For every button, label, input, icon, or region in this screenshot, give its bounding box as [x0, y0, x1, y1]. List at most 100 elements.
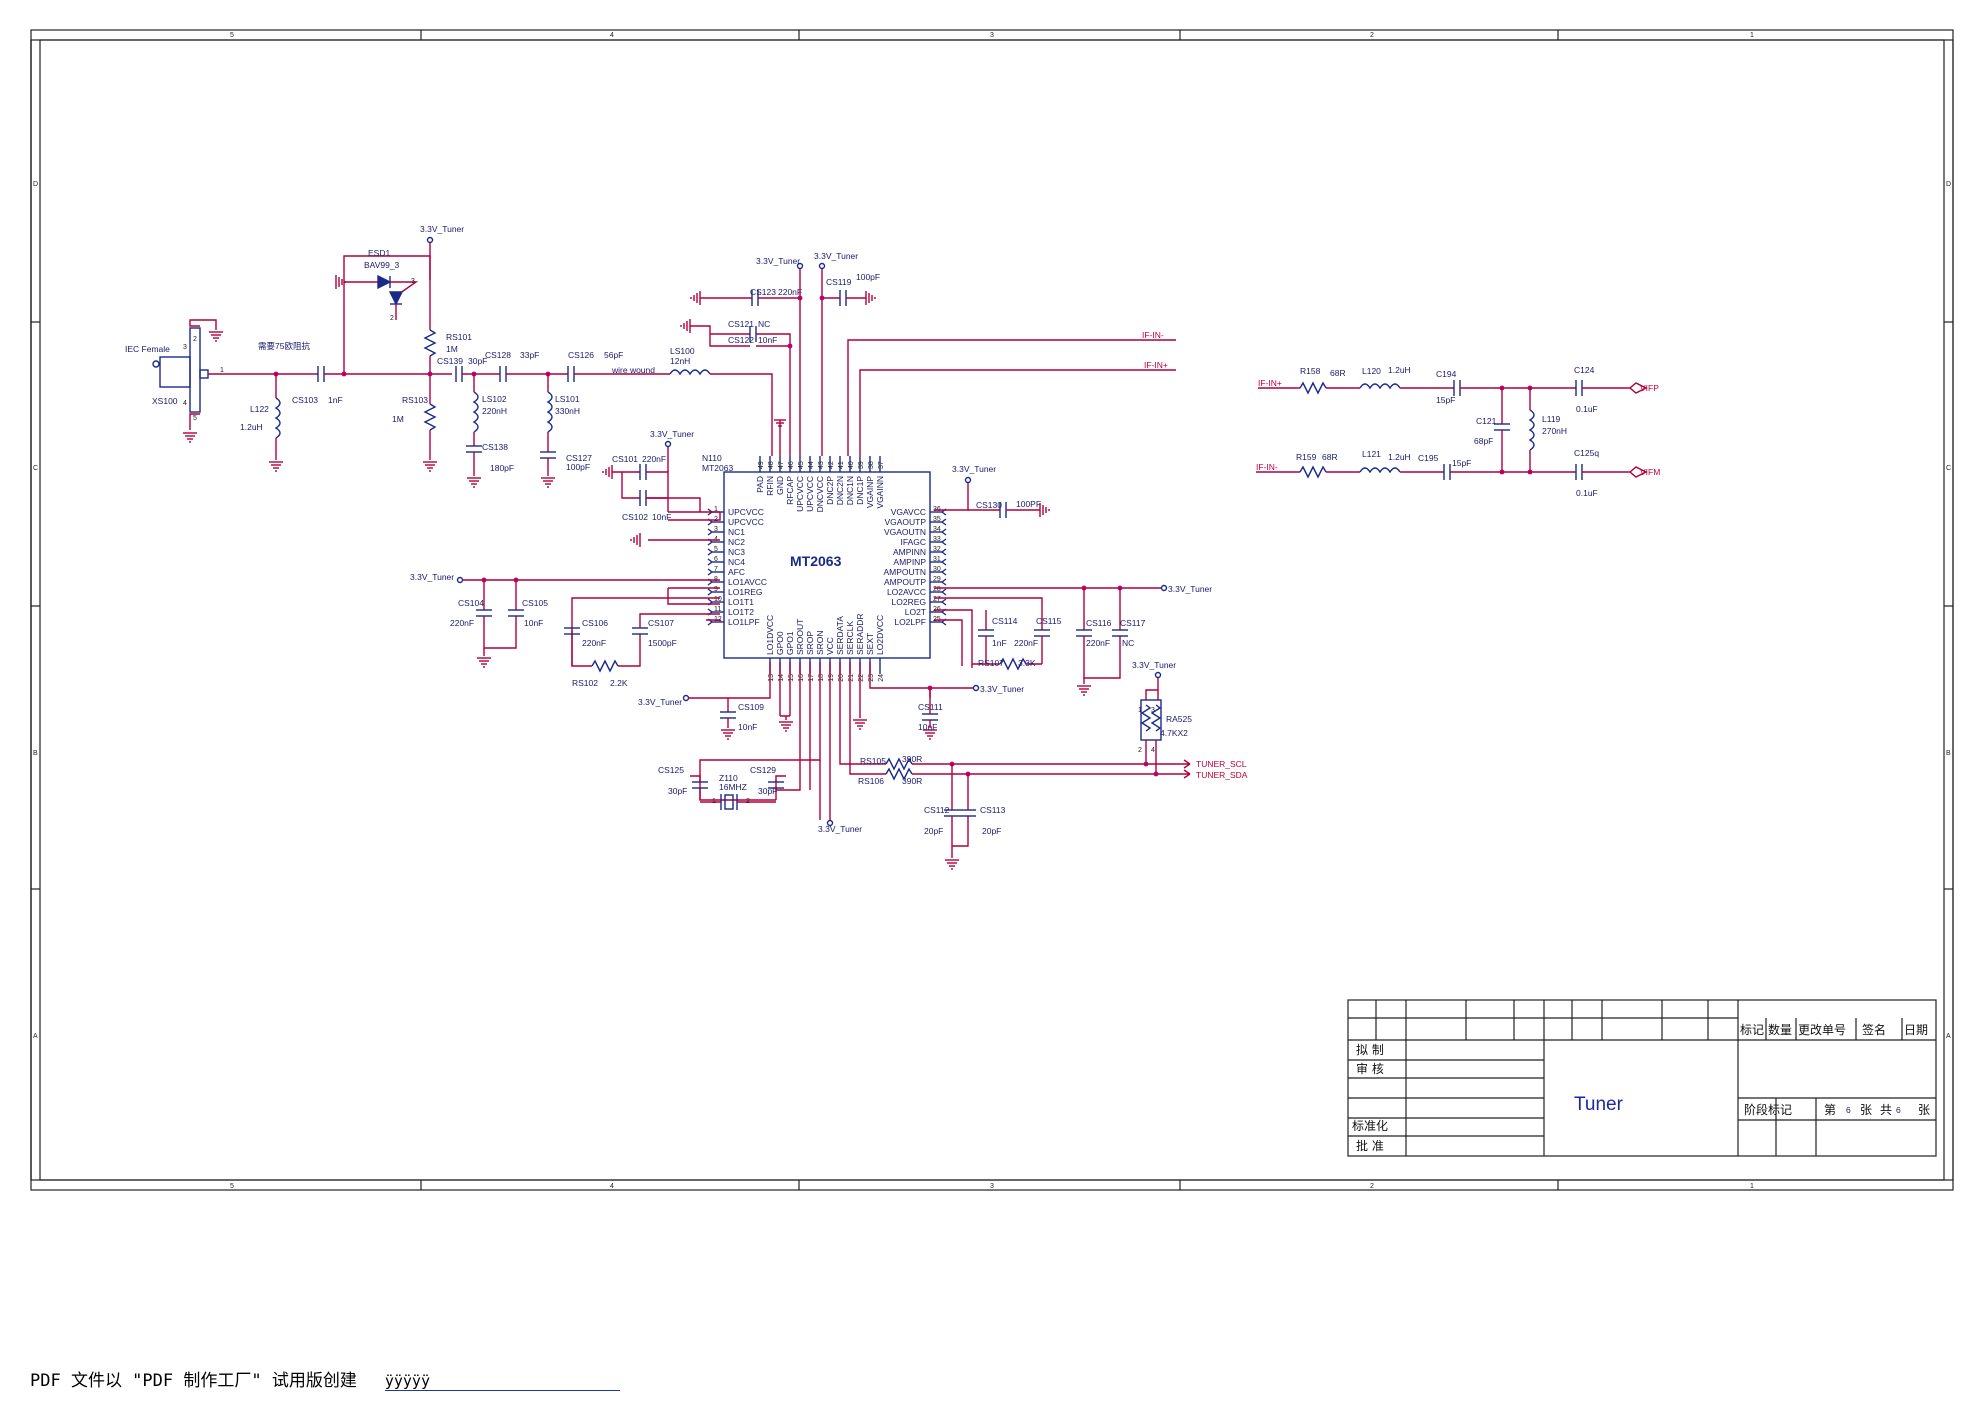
- footer-tail: ÿÿÿÿÿ: [384, 1372, 620, 1391]
- tb-standardized: 标准化: [1352, 1119, 1388, 1133]
- svg-text:390R: 390R: [902, 776, 922, 786]
- svg-text:3.3V_Tuner: 3.3V_Tuner: [980, 684, 1024, 694]
- zone-row-b-right: B: [1946, 750, 1951, 757]
- svg-text:220nF: 220nF: [1086, 638, 1110, 648]
- ic-pin-label-5: NC3: [728, 547, 745, 557]
- ic-pin-label-38: VGAINP: [865, 476, 875, 508]
- svg-text:CS119: CS119: [826, 277, 852, 287]
- ic-pin-num-32: 32: [933, 546, 941, 553]
- svg-text:0.1uF: 0.1uF: [1576, 404, 1598, 414]
- ic-pin-label-26: LO2T: [905, 607, 926, 617]
- svg-text:180pF: 180pF: [490, 463, 514, 473]
- svg-text:3.3V_Tuner: 3.3V_Tuner: [638, 697, 682, 707]
- ic-pin-num-14: 14: [778, 674, 785, 682]
- svg-text:3: 3: [183, 344, 187, 351]
- ic-pin-num-28: 28: [933, 586, 941, 593]
- svg-text:CS139: CS139: [437, 356, 463, 366]
- esd-ref: ESD1: [368, 248, 390, 258]
- svg-text:L122: L122: [250, 404, 269, 414]
- ic-pin-label-8: LO1AVCC: [728, 577, 767, 587]
- upc-decoupling: CS101 220nF CS102 10nF 3.3V_Tuner: [602, 429, 721, 522]
- net-vifp: VIFP: [1640, 383, 1659, 393]
- ic-pin-arrow-33: [941, 538, 947, 546]
- ic-pin-num-43: 43: [818, 461, 825, 469]
- zone-col-2-bottom: 2: [1370, 1183, 1374, 1190]
- tb-approved: 批 准: [1356, 1138, 1384, 1153]
- ic-pin-num-1: 1: [714, 506, 718, 513]
- svg-text:CS129: CS129: [750, 765, 776, 775]
- svg-text:1M: 1M: [392, 414, 404, 424]
- ic-pin-label-35: VGAOUTP: [884, 517, 926, 527]
- ic-pin-num-34: 34: [933, 526, 941, 533]
- ic-pin-label-21: SERCLK: [845, 621, 855, 655]
- ic-ref: N110: [702, 453, 722, 463]
- svg-text:3.3V_Tuner: 3.3V_Tuner: [1132, 660, 1176, 670]
- ic-pin-label-46: RFCAP: [785, 476, 795, 505]
- svg-text:0.1uF: 0.1uF: [1576, 488, 1598, 498]
- ic-pin-label-43: DNCVCC: [815, 476, 825, 512]
- svg-text:1M: 1M: [446, 344, 458, 354]
- svg-text:LS100: LS100: [670, 346, 695, 356]
- ic-pin-num-24: 24: [878, 674, 885, 682]
- ic-pin-num-38: 38: [868, 461, 875, 469]
- svg-text:CS106: CS106: [582, 618, 608, 628]
- ic-pin-label-14: GPO0: [775, 631, 785, 655]
- svg-text:1.2uH: 1.2uH: [1388, 365, 1411, 375]
- svg-text:68pF: 68pF: [1474, 436, 1493, 446]
- svg-text:100pF: 100pF: [856, 272, 880, 282]
- svg-text:3: 3: [1151, 707, 1155, 714]
- ic-pin-label-10: LO1T1: [728, 597, 754, 607]
- nc-ground: [630, 532, 720, 548]
- zone-row-d: D: [33, 181, 38, 188]
- svg-text:CS111: CS111: [918, 702, 943, 712]
- svg-text:C195: C195: [1418, 453, 1439, 463]
- svg-text:68R: 68R: [1322, 452, 1338, 462]
- if-filter-section: IF-IN+ VIFP R158 68R L120 1.2uH C194 15p…: [1256, 365, 1660, 498]
- svg-text:3.3K: 3.3K: [1018, 658, 1036, 668]
- tb-sheet-no: 6: [1846, 1105, 1851, 1115]
- ic-pin-label-23: SEXT: [865, 633, 875, 655]
- tb-drafted: 拟 制: [1356, 1043, 1384, 1057]
- ic-pin-num-35: 35: [933, 516, 941, 523]
- tb-header-change: 更改单号: [1798, 1023, 1846, 1037]
- ic-pin-num-9: 9: [714, 586, 718, 593]
- ic-pin-num-46: 46: [788, 461, 795, 469]
- ic-pin-num-47: 47: [778, 461, 785, 469]
- ic-pin-num-18: 18: [818, 674, 825, 682]
- svg-text:CS114: CS114: [992, 616, 1018, 626]
- ic-pin-label-42: DNC2P: [825, 476, 835, 505]
- zone-row-a-right: A: [1946, 1033, 1951, 1040]
- svg-text:RA525: RA525: [1166, 714, 1192, 724]
- connector-ref: XS100: [152, 396, 178, 406]
- svg-text:2: 2: [390, 315, 394, 322]
- svg-text:1nF: 1nF: [992, 638, 1007, 648]
- ic-pin-label-1: UPCVCC: [728, 507, 764, 517]
- svg-text:Z110: Z110: [719, 773, 738, 783]
- svg-text:1.2uH: 1.2uH: [240, 422, 263, 432]
- svg-text:1.2uH: 1.2uH: [1388, 452, 1411, 462]
- zone-col-5-bottom: 5: [230, 1183, 234, 1190]
- ic-pin-num-27: 27: [933, 596, 941, 603]
- ic-pin-label-29: AMPOUTP: [884, 577, 926, 587]
- svg-text:RS107: RS107: [978, 658, 1004, 668]
- title-block: 标记 数量 更改单号 签名 日期 拟 制 审 核 标准化 批 准 Tuner 阶…: [1347, 999, 1937, 1157]
- svg-text:3.3V_Tuner: 3.3V_Tuner: [952, 464, 996, 474]
- svg-text:CS107: CS107: [648, 618, 674, 628]
- ic-pin-label-31: AMPINP: [893, 557, 926, 567]
- svg-text:CS127: CS127: [566, 453, 592, 463]
- svg-text:IF-IN+: IF-IN+: [1258, 378, 1282, 388]
- tb-header-qty: 数量: [1768, 1022, 1792, 1037]
- svg-text:270nH: 270nH: [1542, 426, 1567, 436]
- svg-text:10nF: 10nF: [738, 722, 757, 732]
- lo1-section: 3.3V_Tuner CS104 220nF CS105 10nF CS106 …: [410, 572, 721, 688]
- svg-text:CS130: CS130: [976, 500, 1002, 510]
- svg-text:220nF: 220nF: [450, 618, 474, 628]
- net-tuner-sda: TUNER_SDA: [1196, 770, 1248, 780]
- ic-pin-num-44: 44: [808, 461, 815, 469]
- zone-col-5: 5: [230, 32, 234, 39]
- ic-pin-arrow-28: [941, 588, 947, 596]
- ic-part: MT2063: [702, 463, 733, 473]
- ic-pin-label-45: UPCVCC: [795, 476, 805, 512]
- ic-pin-label-37: VGAINN: [875, 476, 885, 509]
- svg-text:220nF: 220nF: [582, 638, 606, 648]
